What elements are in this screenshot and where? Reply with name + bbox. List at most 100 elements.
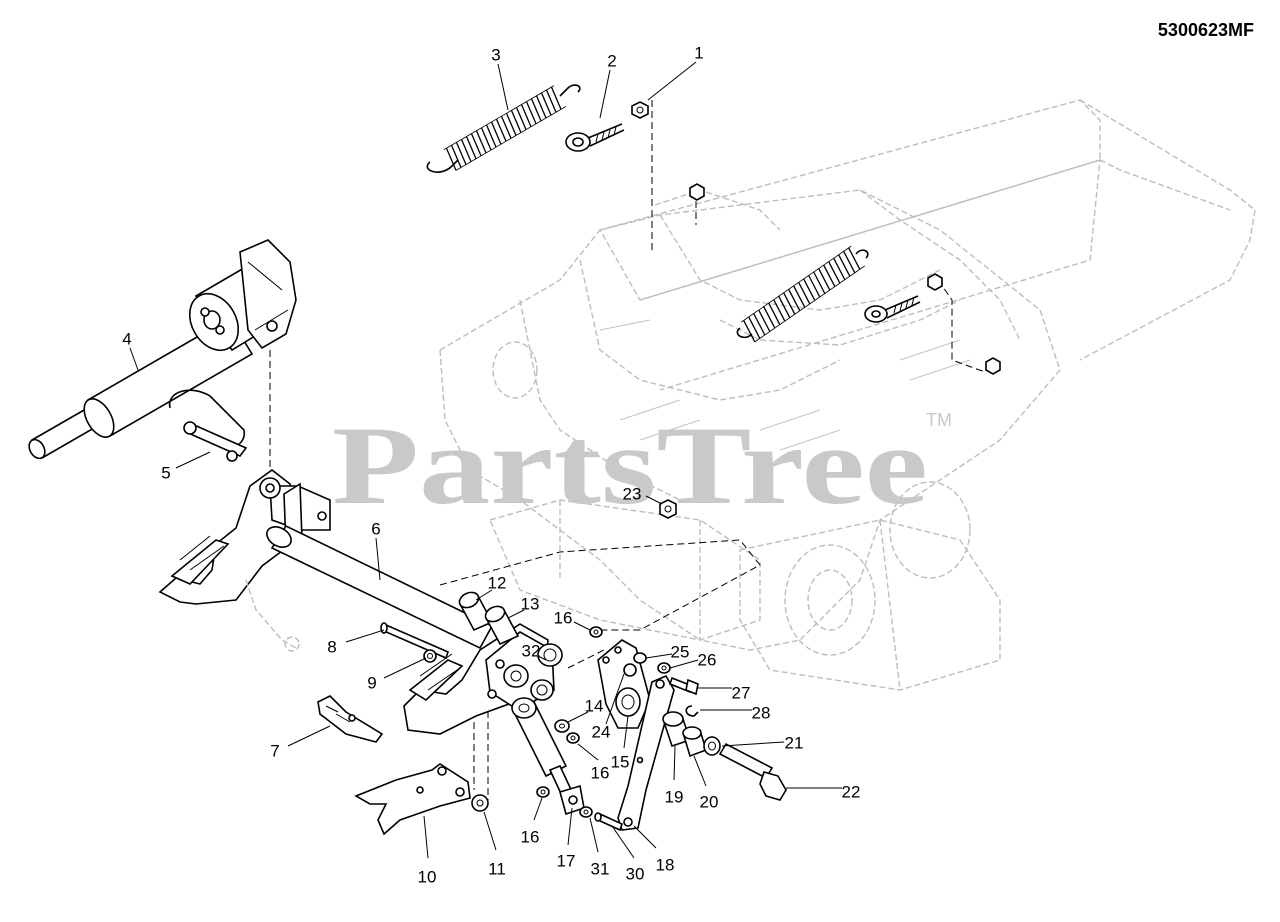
- callout-label-21: 21: [785, 733, 804, 752]
- callout-leader-2: [599, 69, 611, 119]
- watermark: PartsTree TM: [332, 404, 952, 528]
- callout-label-16c: 16: [521, 827, 540, 846]
- callout-label-4: 4: [122, 329, 131, 348]
- part-20-spacer: [682, 726, 707, 758]
- part-18-link-arm: [617, 674, 675, 831]
- callout-label-22: 22: [842, 782, 861, 801]
- callout-leader-13: [507, 609, 525, 619]
- part-17-gas-spring: [503, 664, 585, 816]
- part-9-washer: [423, 649, 437, 663]
- callout-label-14: 14: [585, 696, 604, 715]
- part-5-clevis-pin: [168, 389, 248, 462]
- callout-leader-15: [623, 715, 629, 749]
- callout-label-13: 13: [521, 594, 540, 613]
- part-12-bushing: [458, 591, 494, 632]
- callout-leader-19: [673, 745, 676, 781]
- part-26-washer: [657, 662, 671, 674]
- lift-spring-installed: [736, 245, 1001, 375]
- assembly-guide-lines: [269, 100, 986, 800]
- callout-label-32: 32: [522, 641, 541, 660]
- watermark-text: PartsTree: [332, 404, 928, 528]
- callout-label-17: 17: [557, 851, 576, 870]
- part-21-washer: [703, 736, 721, 756]
- callout-label-9: 9: [367, 673, 376, 692]
- part-7-cover: [317, 695, 384, 743]
- part-30-bolt: [594, 812, 623, 832]
- callout-leader-21: [721, 741, 785, 747]
- callout-leader-8: [345, 629, 385, 643]
- part-23-nut: [659, 499, 677, 519]
- callout-label-27: 27: [732, 683, 751, 702]
- callout-label-28: 28: [752, 703, 771, 722]
- callout-leader-25: [645, 653, 673, 659]
- part-19-bushing: [662, 711, 692, 748]
- part-16-nut: [536, 626, 603, 798]
- callout-label-18: 18: [656, 855, 675, 874]
- part-24-bushing: [623, 663, 637, 677]
- callout-label-24: 24: [592, 722, 611, 741]
- part-22-bolt: [718, 742, 787, 801]
- callout-leaders: [129, 61, 842, 859]
- part-10-bracket: [354, 763, 471, 836]
- callout-leader-20: [693, 755, 707, 787]
- callout-label-2: 2: [607, 51, 616, 70]
- part-31-washer: [579, 806, 593, 818]
- callout-leader-18: [633, 825, 657, 849]
- callout-label-16b: 16: [591, 763, 610, 782]
- part-32-bushing: [530, 643, 563, 701]
- callout-leader-10: [423, 815, 429, 859]
- watermark-tm: TM: [926, 410, 952, 430]
- callout-label-10: 10: [418, 867, 437, 886]
- part-13-bushing: [484, 605, 520, 646]
- callout-leader-9: [383, 657, 427, 679]
- part-28-clip: [685, 705, 699, 717]
- part-1-nut: [631, 101, 705, 201]
- callout-label-15: 15: [611, 752, 630, 771]
- callout-label-31: 31: [591, 859, 610, 878]
- diagram-code: 5300623MF: [1157, 20, 1254, 40]
- callout-label-3: 3: [491, 45, 500, 64]
- callout-leader-1: [647, 61, 697, 101]
- callout-leader-11: [483, 811, 497, 851]
- frame-ghost-outline: [439, 99, 1256, 691]
- callout-label-12: 12: [488, 573, 507, 592]
- part-27-bolt: [669, 676, 699, 696]
- callout-label-30: 30: [626, 864, 645, 883]
- part-6-lift-shaft: [158, 468, 555, 735]
- callout-leader-17: [567, 807, 573, 846]
- callout-leader-23: [645, 495, 663, 505]
- callout-leader-26: [669, 659, 699, 669]
- callout-label-6: 6: [371, 519, 380, 538]
- callout-leader-7: [287, 725, 331, 747]
- callout-leader-24: [605, 673, 625, 725]
- callout-label-8: 8: [327, 637, 336, 656]
- part-3-spring: [426, 84, 581, 173]
- callout-leader-16b: [577, 743, 599, 761]
- callout-leader-3: [497, 63, 509, 111]
- part-4-actuator: [28, 239, 297, 460]
- part-14-washer: [554, 719, 570, 733]
- callout-leader-30: [611, 825, 635, 859]
- callout-label-23: 23: [623, 484, 642, 503]
- callout-leader-5: [175, 451, 211, 469]
- callout-label-1: 1: [694, 43, 703, 62]
- callout-leader-16c: [533, 797, 543, 821]
- callout-label-25: 25: [671, 642, 690, 661]
- callout-label-26: 26: [698, 650, 717, 669]
- callout-leader-4: [129, 347, 139, 371]
- callout-label-7: 7: [270, 741, 279, 760]
- callout-label-16a: 16: [554, 608, 573, 627]
- callout-label-5: 5: [161, 463, 170, 482]
- callout-label-11: 11: [488, 859, 506, 878]
- part-2-eyebolt: [565, 123, 625, 152]
- callout-leader-32: [537, 655, 547, 661]
- callout-leader-12: [475, 589, 493, 601]
- callout-leader-16a: [573, 621, 591, 631]
- callout-leader-14: [567, 711, 589, 723]
- part-11-bushing: [471, 794, 489, 812]
- part-25-nut: [633, 652, 647, 664]
- callout-leader-6: [375, 537, 381, 581]
